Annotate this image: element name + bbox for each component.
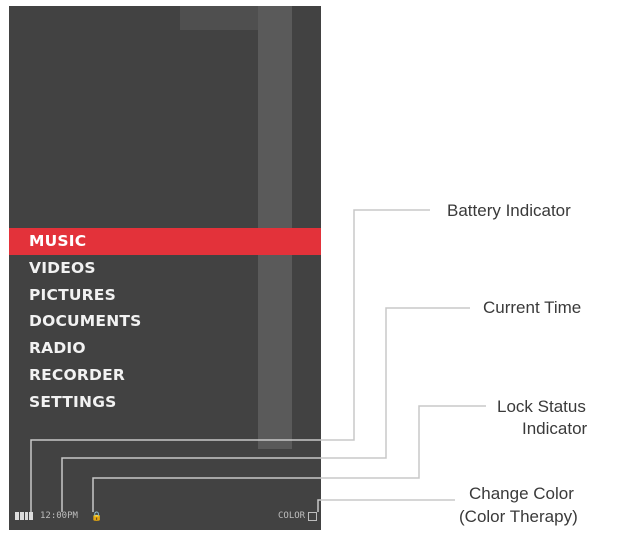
background-bar [258, 6, 292, 449]
status-bar: 12:00PM 🔒 COLOR [9, 510, 321, 524]
color-change-icon[interactable] [308, 512, 317, 521]
current-time: 12:00PM [40, 511, 78, 521]
callout-line-color [317, 499, 455, 512]
callout-color-label-line2: (Color Therapy) [459, 507, 578, 526]
menu-item-music[interactable]: MUSIC [9, 228, 321, 255]
callout-time-label: Current Time [483, 298, 582, 317]
callout-lock-label-line2: Indicator [522, 419, 588, 438]
callout-color-label-line1: Change Color [469, 484, 574, 503]
menu-item-documents[interactable]: DOCUMENTS [29, 312, 142, 331]
menu-item-radio[interactable]: RADIO [29, 339, 86, 358]
lock-icon: 🔒 [91, 511, 103, 521]
device-screen: MUSIC VIDEOS PICTURES DOCUMENTS RADIO RE… [9, 6, 321, 530]
color-label[interactable]: COLOR [278, 511, 306, 521]
callout-line-time [61, 307, 470, 512]
menu-item-settings[interactable]: SETTINGS [29, 392, 117, 411]
main-menu: MUSIC VIDEOS PICTURES DOCUMENTS RADIO RE… [9, 228, 321, 416]
menu-item-pictures[interactable]: PICTURES [29, 285, 116, 304]
battery-icon [15, 512, 33, 520]
callout-battery-label: Battery Indicator [447, 201, 571, 220]
callout-lock-label-line1: Lock Status [497, 397, 586, 416]
menu-item-recorder[interactable]: RECORDER [29, 365, 126, 384]
callout-line-battery [30, 209, 430, 512]
callout-line-lock [92, 405, 486, 512]
menu-item-videos[interactable]: VIDEOS [29, 258, 96, 277]
